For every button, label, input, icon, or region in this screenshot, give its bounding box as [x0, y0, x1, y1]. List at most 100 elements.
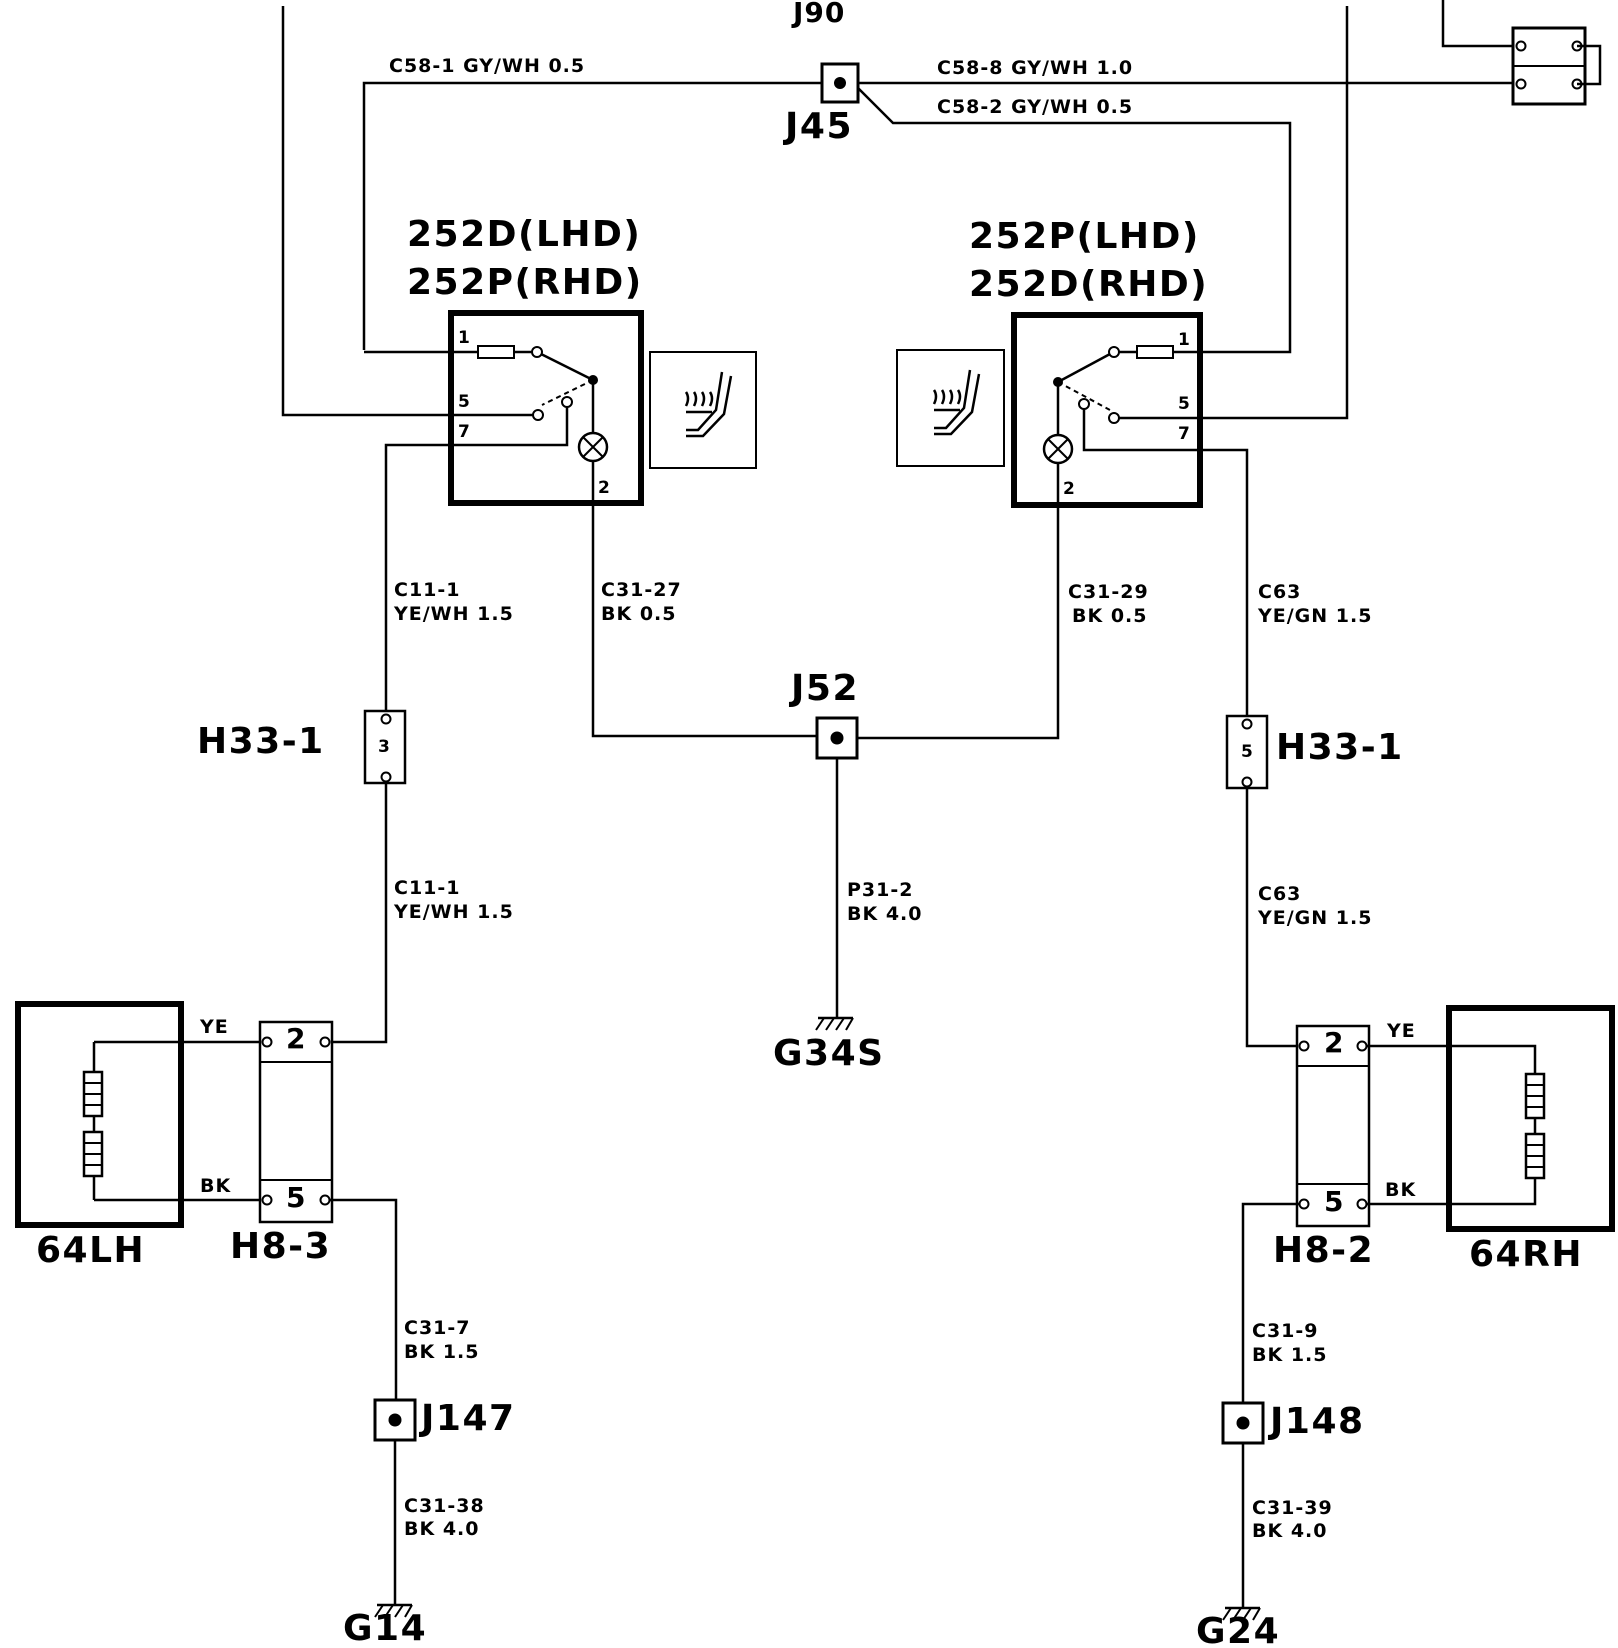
connector-h8-3-pin-5: 5: [286, 1181, 306, 1214]
switch-right-contact: [1108, 346, 1120, 358]
heater-left-box: [15, 1001, 184, 1228]
switch-left-lamp-icon: [582, 436, 604, 458]
top-right-pin: [1515, 78, 1527, 90]
switch-left-contact: [531, 346, 543, 358]
wire-label-c31-9: C31-9: [1252, 1320, 1319, 1342]
wire-label-c31-29-spec: BK 0.5: [1072, 605, 1147, 627]
switch-left-dashed-arm: [541, 379, 594, 406]
wire-c63-lower: [1245, 787, 1305, 1048]
connector-h8-2-label: H8-2: [1273, 1230, 1374, 1271]
connector-h33-right-pin: [1241, 718, 1253, 730]
wire-label-c11-1: C11-1: [394, 579, 461, 601]
wire-label-c31-29: C31-29: [1068, 581, 1149, 603]
wire-label-c11-1-lower: C11-1: [394, 877, 461, 899]
connector-h8-3-pin: [261, 1194, 273, 1206]
connector-h8-3-pin: [319, 1194, 331, 1206]
switch-left-box: [448, 310, 644, 506]
wire-label-p31-2: P31-2: [847, 879, 913, 901]
switch-right-title-1: 252P(LHD): [969, 216, 1200, 257]
wire-label-c58-1: C58-1 GY/WH 0.5: [389, 55, 585, 77]
junction-j52-node: [830, 731, 844, 745]
wire-label-c31-7: C31-7: [404, 1317, 471, 1339]
connector-h33-left-pin: [380, 713, 392, 725]
wire-label-c31-9-spec: BK 1.5: [1252, 1344, 1327, 1366]
ground-g24-symbol: [1222, 1607, 1261, 1621]
junction-j52-label: J52: [788, 668, 859, 709]
switch-left-resistor: [477, 345, 515, 359]
heater-right-bk-label: BK: [1385, 1179, 1416, 1201]
wire-left-feed: [281, 6, 540, 417]
switch-left-title-1: 252D(LHD): [407, 214, 641, 255]
seat-heater-icon: [684, 371, 733, 438]
switch-right-pin-2: 2: [1063, 479, 1075, 499]
ground-g34s-label: G34S: [773, 1033, 885, 1074]
connector-h8-3-pin: [261, 1036, 273, 1048]
switch-right-pin-5: 5: [1178, 394, 1190, 414]
switch-right-title-2: 252D(RHD): [969, 264, 1208, 305]
seat-heater-icon-left: [649, 351, 757, 469]
switch-left-pin-5: 5: [458, 392, 470, 412]
connector-h8-3: [258, 1020, 334, 1224]
heater-right-ye-label: YE: [1386, 1020, 1416, 1042]
switch-left-pin-1: 1: [458, 328, 470, 348]
connector-h8-2-pin: [1356, 1040, 1368, 1052]
wire-label-c63-lower: C63: [1258, 883, 1301, 905]
wire-label-c63: C63: [1258, 581, 1301, 603]
connector-h33-right-pin-number: 5: [1241, 742, 1253, 762]
connector-h8-2-pin: [1356, 1198, 1368, 1210]
connector-h8-2-pin: [1298, 1198, 1310, 1210]
switch-left-title-2: 252P(RHD): [407, 262, 643, 303]
junction-j147-label: J147: [418, 1398, 516, 1439]
switch-left-contact: [532, 409, 544, 421]
wire-c58-1: [362, 81, 822, 350]
connector-h33-left-pin-number: 3: [378, 737, 390, 757]
wire-label-c31-39: C31-39: [1252, 1497, 1333, 1519]
heater-right-resistor: [1526, 1084, 1544, 1108]
heater-left-label: 64LH: [36, 1230, 145, 1271]
seat-heater-icon-right: [896, 349, 1005, 467]
heater-left-ye-label: YE: [199, 1016, 229, 1038]
switch-left-arm: [540, 352, 594, 382]
wire-label-c31-27-spec: BK 0.5: [601, 603, 676, 625]
junction-j45-label: J45: [782, 106, 853, 147]
wire-c31-29: [858, 463, 1060, 740]
heater-right-resistor: [1526, 1144, 1544, 1168]
wire-label-c58-8: C58-8 GY/WH 1.0: [937, 57, 1133, 79]
switch-left-contact: [561, 396, 573, 408]
switch-left-pin-2: 2: [598, 478, 610, 498]
top-right-pin: [1515, 40, 1527, 52]
wire-label-c63-lower-spec: YE/GN 1.5: [1257, 907, 1372, 929]
junction-j52: [815, 716, 859, 760]
wire-top-right: [1441, 0, 1513, 48]
switch-right-arm: [1057, 352, 1111, 384]
wire-label-c11-1-lower-spec: YE/WH 1.5: [393, 901, 514, 923]
switch-right-dashed-arm: [1057, 381, 1111, 411]
junction-j147-node: [388, 1413, 402, 1427]
wire-label-c31-38: C31-38: [404, 1495, 485, 1517]
wire-right-feed: [1117, 6, 1349, 420]
switch-left-pin-7: 7: [458, 422, 470, 442]
connector-h8-2: [1295, 1024, 1371, 1228]
connector-h8-2-pin-5: 5: [1324, 1185, 1344, 1218]
switch-left-pin7-wire: [384, 407, 569, 711]
wire-label-c31-38-spec: BK 4.0: [404, 1518, 479, 1540]
wire-label-c31-27: C31-27: [601, 579, 682, 601]
heater-right-label: 64RH: [1469, 1234, 1583, 1275]
switch-right-box: [1011, 312, 1203, 508]
junction-j147: [373, 1398, 417, 1442]
connector-h33-left-label: H33-1: [197, 721, 325, 762]
wire-label-p31-2-spec: BK 4.0: [847, 903, 922, 925]
connector-h8-2-pin-2: 2: [1324, 1026, 1344, 1059]
heater-right-box: [1446, 1005, 1615, 1232]
junction-j45-node: [834, 77, 846, 89]
connector-h33-right-label: H33-1: [1276, 727, 1404, 768]
heater-left-bk-label: BK: [200, 1175, 231, 1197]
wire-label-c63-spec: YE/GN 1.5: [1257, 605, 1372, 627]
switch-right-resistor: [1136, 345, 1174, 359]
heater-left-resistor: [84, 1082, 102, 1106]
wire-label-c31-39-spec: BK 4.0: [1252, 1520, 1327, 1542]
ground-g14-symbol: [374, 1604, 413, 1618]
wire-c11-1-lower: [323, 782, 388, 1044]
connector-h8-3-pin-2: 2: [286, 1022, 306, 1055]
